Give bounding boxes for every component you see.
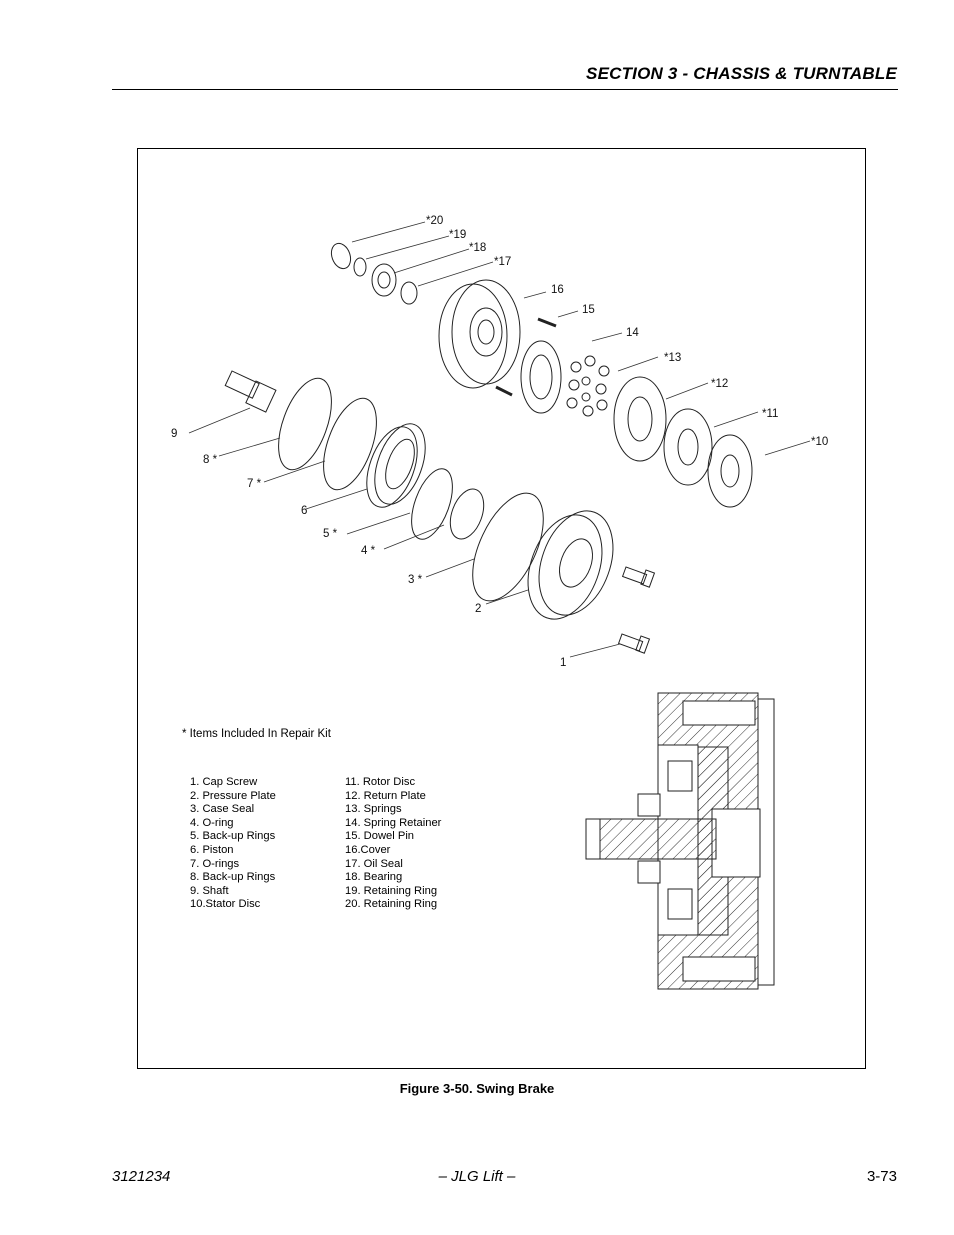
part-list-item: 5. Back-up Rings — [190, 830, 276, 843]
part-list-item: 16.Cover — [345, 843, 391, 856]
part-rotor-disc — [663, 408, 713, 486]
cross-section-view — [585, 692, 775, 990]
page-number: 3-73 — [866, 1168, 897, 1185]
callout-3: 3 * — [408, 574, 423, 586]
part-list-item: 10.Stator Disc — [190, 898, 261, 911]
part-pressure-plate — [527, 514, 603, 620]
part-case-seal — [472, 492, 544, 602]
callout-5: 5 * — [323, 528, 338, 540]
part-dowel-pin — [537, 317, 557, 328]
callout-6: 6 — [301, 505, 307, 517]
part-list-item: 8. Back-up Rings — [190, 871, 276, 884]
part-piston — [366, 426, 418, 508]
section-title: SECTION 3 - CHASSIS & TURNTABLE — [586, 64, 897, 83]
callout-10: *10 — [811, 436, 828, 448]
callout-12: *12 — [711, 378, 728, 390]
callout-11: *11 — [762, 408, 778, 420]
part-stator-disc — [707, 434, 753, 508]
part-o-ring-4 — [449, 488, 485, 540]
header-rule — [112, 89, 898, 90]
part-retaining-ring-20 — [330, 242, 352, 270]
callout-17: *17 — [494, 256, 511, 268]
part-backup-ring-8 — [278, 377, 332, 471]
part-list-item: 6. Piston — [190, 843, 234, 856]
callout-1: 1 — [560, 657, 566, 669]
part-backup-ring-5 — [411, 468, 453, 540]
callout-15: 15 — [582, 304, 595, 316]
part-oil-seal — [400, 281, 418, 305]
part-o-ring-7 — [323, 397, 377, 491]
part-list-item: 1. Cap Screw — [190, 776, 258, 788]
parts-list-left: 1. Cap Screw 2. Pressure Plate 3. Case S… — [190, 776, 276, 912]
part-retaining-ring-19 — [353, 257, 367, 277]
part-list-item: 13. Springs — [345, 803, 402, 816]
callout-16: 16 — [551, 284, 564, 296]
part-bearing — [371, 263, 397, 297]
callout-13: *13 — [664, 352, 681, 364]
callout-14: 14 — [626, 327, 639, 339]
doc-number: 3121234 — [112, 1168, 171, 1185]
part-cover — [438, 283, 508, 389]
part-springs — [566, 355, 610, 417]
part-list-item: 20. Retaining Ring — [345, 898, 438, 911]
part-list-item: 2. Pressure Plate — [190, 789, 276, 802]
part-list-item: 7. O-rings — [190, 857, 240, 870]
repair-kit-note: * Items Included In Repair Kit — [182, 728, 331, 740]
figure-caption: Figure 3-50. Swing Brake — [399, 1081, 555, 1096]
part-list-item: 18. Bearing — [345, 871, 403, 884]
callout-19: *19 — [449, 229, 466, 241]
parts-list-right: 11. Rotor Disc 12. Return Plate 13. Spri… — [345, 776, 441, 912]
part-list-item: 14. Spring Retainer — [345, 816, 442, 829]
figure-frame: *20 *19 *18 *17 16 15 14 *13 *12 *11 *10… — [137, 148, 866, 1069]
leader-lines — [188, 221, 811, 658]
part-spring-retainer — [520, 340, 562, 414]
part-list-item: 4. O-ring — [190, 816, 234, 829]
part-list-item: 11. Rotor Disc — [345, 776, 416, 788]
callout-18: *18 — [469, 242, 486, 254]
part-list-item: 9. Shaft — [190, 884, 229, 897]
part-list-item: 15. Dowel Pin — [345, 830, 415, 843]
exploded-view-drawing: *20 *19 *18 *17 16 15 14 *13 *12 *11 *10… — [171, 215, 828, 990]
part-return-plate — [613, 376, 667, 462]
callout-8: 8 * — [203, 454, 218, 466]
callout-9: 9 — [171, 428, 177, 440]
callout-2: 2 — [475, 603, 481, 615]
callout-4: 4 * — [361, 545, 376, 557]
footer-brand: – JLG Lift – — [438, 1168, 516, 1185]
part-list-item: 19. Retaining Ring — [345, 884, 438, 897]
part-list-item: 17. Oil Seal — [345, 857, 403, 870]
callout-7: 7 * — [247, 478, 262, 490]
part-list-item: 12. Return Plate — [345, 789, 426, 802]
callout-20: *20 — [426, 215, 443, 227]
part-cap-screw — [617, 566, 656, 654]
part-shaft — [224, 370, 277, 413]
part-list-item: 3. Case Seal — [190, 803, 255, 816]
